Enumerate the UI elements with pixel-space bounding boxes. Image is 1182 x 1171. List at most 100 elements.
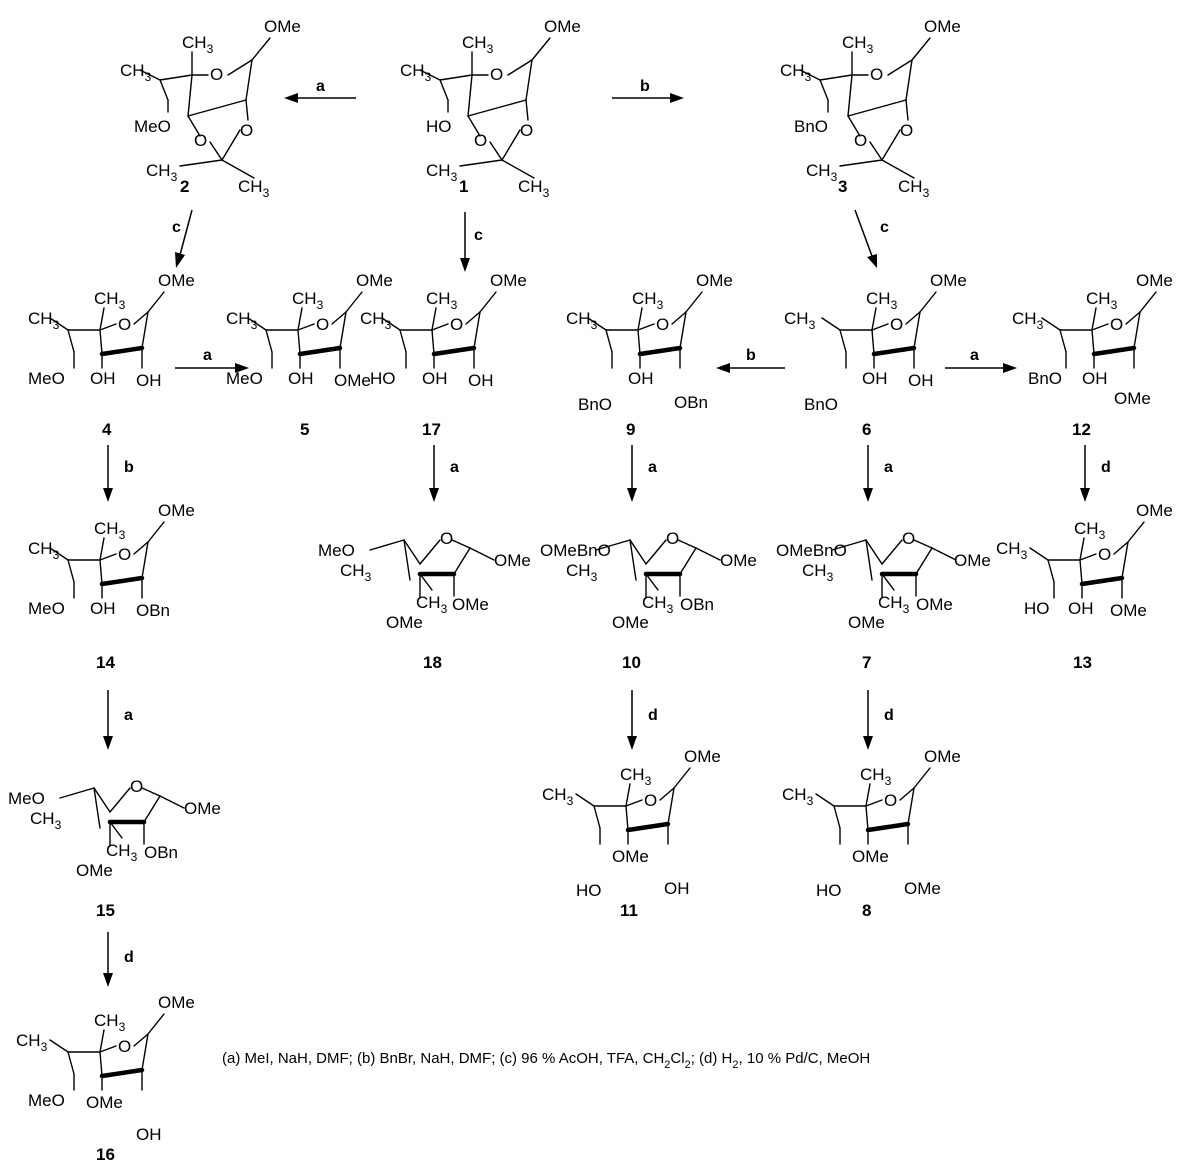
arrow-9-to-10 — [627, 445, 637, 502]
atom-meo: MeO — [28, 599, 65, 618]
atom-obn: OBn — [680, 595, 714, 614]
atom-ch3: CH3 — [292, 289, 324, 312]
atom-ho: HO — [816, 881, 842, 900]
step-label-d: d — [1101, 459, 1111, 476]
atom-ome: OMe — [494, 551, 531, 570]
atom-ch3: CH3 — [782, 785, 814, 808]
atom-ch3: CH3 — [802, 561, 834, 584]
atom-o: O — [440, 529, 453, 548]
atom-ome: OMe — [1136, 501, 1173, 520]
arrow-6-to-12 — [945, 363, 1017, 373]
compound-number-18: 18 — [423, 653, 442, 672]
compound-number-12: 12 — [1072, 420, 1091, 439]
atom-o: O — [474, 131, 487, 150]
atom-oh: OH — [1082, 369, 1108, 388]
atom-ome: OMe — [612, 613, 649, 632]
atom-o: O — [240, 121, 253, 140]
atom-ome: OMe — [924, 747, 961, 766]
atom-ome: OMe — [264, 17, 301, 36]
structure-compound-10: OMeBnO CH3 O OMe CH3 OMe OBn — [540, 529, 757, 632]
atom-ch3: CH3 — [996, 539, 1028, 562]
step-label-a: a — [203, 347, 212, 364]
atom-ch3: CH3 — [542, 785, 574, 808]
arrow-7-to-8 — [863, 690, 873, 750]
compound-number-15: 15 — [96, 901, 115, 920]
atom-bno: BnO — [578, 395, 612, 414]
step-label-c: c — [880, 219, 889, 236]
atom-ch3: CH3 — [566, 309, 598, 332]
atom-ome: OMe — [924, 17, 961, 36]
atom-o: O — [194, 131, 207, 150]
compound-number-13: 13 — [1073, 653, 1092, 672]
atom-ome: OMe — [490, 271, 527, 290]
arrow-6-to-9 — [716, 363, 785, 373]
atom-ch3: CH3 — [784, 309, 816, 332]
atom-ch3: CH3 — [16, 1031, 48, 1054]
structure-compound-2: OMe CH3 CH3 O MeO O O CH3 CH3 — [120, 17, 301, 200]
structure-compound-9: OMe CH3 CH3 O BnO OH OBn — [566, 271, 733, 414]
atom-ch3: CH3 — [518, 177, 550, 200]
structure-compound-13: OMe CH3 CH3 O HO OH OMe — [996, 501, 1173, 620]
arrow-17-to-18 — [429, 445, 439, 502]
atom-ch3: CH3 — [120, 61, 152, 84]
atom-ome: OMe — [86, 1093, 123, 1112]
compound-number-2: 2 — [180, 177, 189, 196]
arrow-3-to-6 — [854, 209, 877, 268]
atom-oh: OH — [90, 369, 116, 388]
atom-ch3: CH3 — [416, 593, 448, 616]
atom-ome: OMe — [904, 879, 941, 898]
atom-meo: MeO — [28, 1091, 65, 1110]
atom-ch3: CH3 — [400, 61, 432, 84]
structure-compound-11: OMe CH3 CH3 O HO OMe OH — [542, 747, 721, 900]
atom-ch3: CH3 — [878, 593, 910, 616]
atom-obn: OBn — [136, 601, 170, 620]
compound-number-6: 6 — [862, 420, 871, 439]
step-label-d: d — [124, 949, 134, 966]
step-label-a: a — [884, 459, 893, 476]
reagents-footnote: (a) MeI, NaH, DMF; (b) BnBr, NaH, DMF; (… — [222, 1050, 870, 1071]
atom-ho: HO — [576, 881, 602, 900]
atom-ome-bno: OMeBnO — [540, 541, 611, 560]
atom-ch3: CH3 — [182, 33, 214, 56]
atom-o: O — [644, 791, 657, 810]
atom-oh: OH — [862, 369, 888, 388]
atom-oh: OH — [422, 369, 448, 388]
atom-ome: OMe — [930, 271, 967, 290]
arrow-4-to-5 — [175, 363, 249, 373]
arrow-1-to-2 — [284, 93, 356, 103]
atom-o: O — [870, 65, 883, 84]
atom-ch3: CH3 — [842, 33, 874, 56]
arrow-4-to-14 — [103, 445, 113, 502]
atom-ome: OMe — [158, 501, 195, 520]
atom-o: O — [118, 545, 131, 564]
atom-ch3: CH3 — [340, 561, 372, 584]
atom-ome: OMe — [954, 551, 991, 570]
compound-number-7: 7 — [862, 653, 871, 672]
atom-ch3: CH3 — [806, 161, 838, 184]
atom-oh: OH — [136, 1125, 162, 1144]
atom-meo: MeO — [28, 369, 65, 388]
atom-ome: OMe — [158, 993, 195, 1012]
atom-oh: OH — [90, 599, 116, 618]
atom-ome: OMe — [452, 595, 489, 614]
step-label-a: a — [970, 347, 979, 364]
atom-ome: OMe — [386, 613, 423, 632]
step-label-d: d — [884, 707, 894, 724]
atom-ch3: CH3 — [566, 561, 598, 584]
atom-meo: MeO — [318, 541, 355, 560]
atom-ch3: CH3 — [146, 161, 178, 184]
compound-number-11: 11 — [620, 901, 638, 920]
compound-number-8: 8 — [862, 901, 871, 920]
atom-meo: MeO — [8, 789, 45, 808]
atom-ch3: CH3 — [426, 161, 458, 184]
atom-ome: OMe — [696, 271, 733, 290]
atom-ch3: CH3 — [1086, 289, 1118, 312]
atom-ome: OMe — [184, 799, 221, 818]
atom-ch3: CH3 — [426, 289, 458, 312]
atom-o: O — [884, 791, 897, 810]
step-label-b: b — [124, 459, 134, 476]
atom-ch3: CH3 — [94, 1011, 126, 1034]
structure-compound-7: OMeBnO CH3 O OMe CH3 OMe OMe — [776, 529, 991, 632]
atom-o: O — [890, 315, 903, 334]
